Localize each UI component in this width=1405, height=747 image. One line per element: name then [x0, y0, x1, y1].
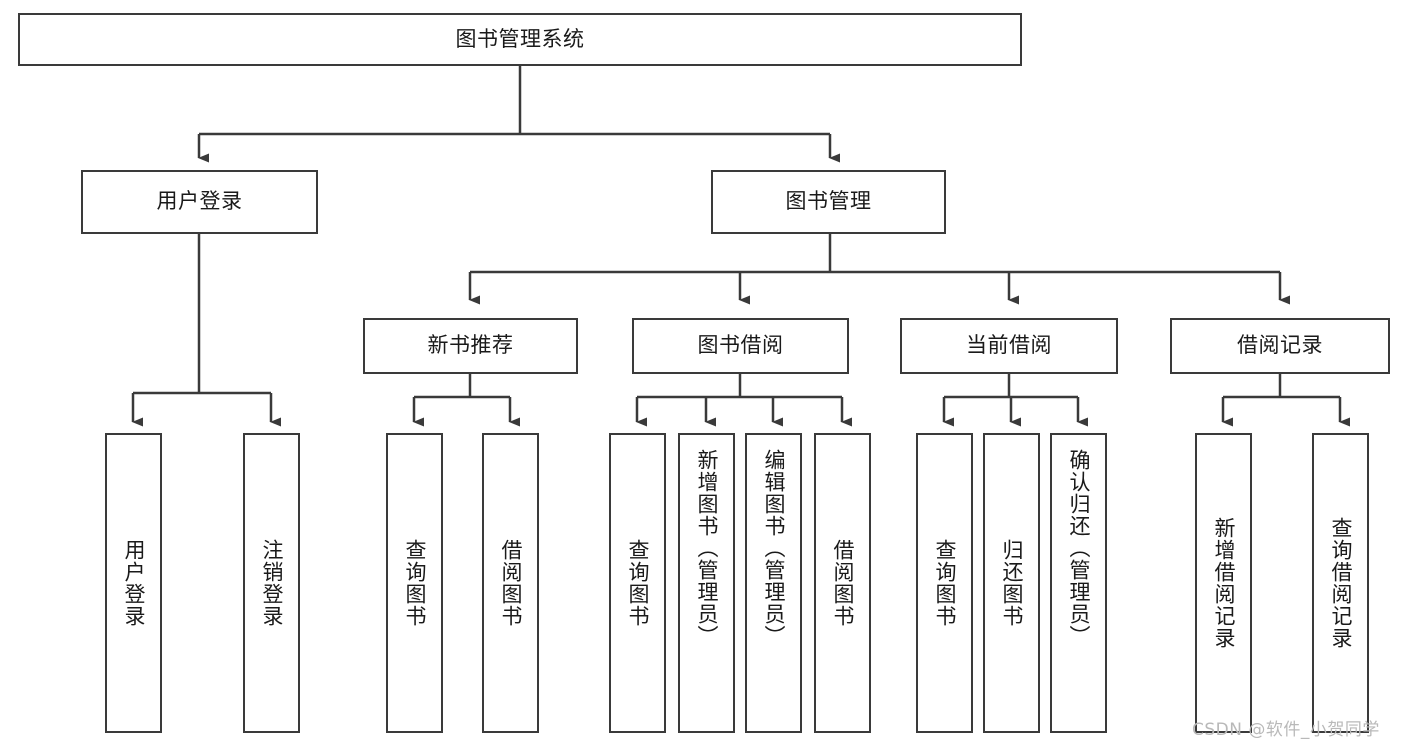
node-label: 确认归还（管理员）: [1066, 449, 1091, 647]
node-label: 编辑图书（管理员）: [761, 449, 786, 647]
node-current-borrow[interactable]: 当前借阅: [900, 318, 1118, 374]
node-label: 图书管理: [785, 189, 872, 214]
csdn-watermark: CSDN @软件_小贺同学: [1192, 715, 1380, 740]
leaf-borrow-record-query-record[interactable]: 查询借阅记录: [1312, 433, 1369, 733]
node-label: 查询图书: [625, 539, 650, 627]
node-new-book-recommend[interactable]: 新书推荐: [363, 318, 578, 374]
node-book-management[interactable]: 图书管理: [711, 170, 946, 234]
leaf-book-borrow-query-book[interactable]: 查询图书: [609, 433, 666, 733]
watermark-text: CSDN @软件_小贺同学: [1192, 720, 1380, 740]
leaf-current-borrow-return-book[interactable]: 归还图书: [983, 433, 1040, 733]
node-book-borrow[interactable]: 图书借阅: [632, 318, 849, 374]
node-label: 用户登录: [156, 189, 243, 214]
leaf-user-login-logout[interactable]: 注销登录: [243, 433, 300, 733]
node-label: 归还图书: [999, 539, 1024, 627]
leaf-book-borrow-edit-book-admin[interactable]: 编辑图书（管理员）: [745, 433, 802, 733]
node-label: 注销登录: [259, 539, 284, 627]
node-label: 新书推荐: [427, 333, 514, 358]
leaf-user-login-login[interactable]: 用户登录: [105, 433, 162, 733]
leaf-book-borrow-add-book-admin[interactable]: 新增图书（管理员）: [678, 433, 735, 733]
leaf-new-book-query-book[interactable]: 查询图书: [386, 433, 443, 733]
node-label: 借阅图书: [830, 539, 855, 627]
node-borrow-record[interactable]: 借阅记录: [1170, 318, 1390, 374]
node-label: 新增图书（管理员）: [694, 449, 719, 647]
node-label: 借阅图书: [498, 539, 523, 627]
leaf-borrow-record-add-record[interactable]: 新增借阅记录: [1195, 433, 1252, 733]
node-label: 查询图书: [932, 539, 957, 627]
node-label: 图书借阅: [697, 333, 784, 358]
node-label: 图书管理系统: [455, 26, 585, 51]
node-user-login[interactable]: 用户登录: [81, 170, 318, 234]
node-label: 查询借阅记录: [1328, 517, 1353, 649]
node-root-book-management-system[interactable]: 图书管理系统: [18, 13, 1022, 66]
node-label: 查询图书: [402, 539, 427, 627]
node-label: 用户登录: [121, 539, 146, 627]
leaf-new-book-borrow-book[interactable]: 借阅图书: [482, 433, 539, 733]
leaf-current-borrow-query-book[interactable]: 查询图书: [916, 433, 973, 733]
node-label: 新增借阅记录: [1211, 517, 1236, 649]
node-label: 借阅记录: [1237, 333, 1323, 358]
node-label: 当前借阅: [966, 333, 1052, 358]
leaf-current-borrow-confirm-return-admin[interactable]: 确认归还（管理员）: [1050, 433, 1107, 733]
leaf-book-borrow-borrow-book[interactable]: 借阅图书: [814, 433, 871, 733]
